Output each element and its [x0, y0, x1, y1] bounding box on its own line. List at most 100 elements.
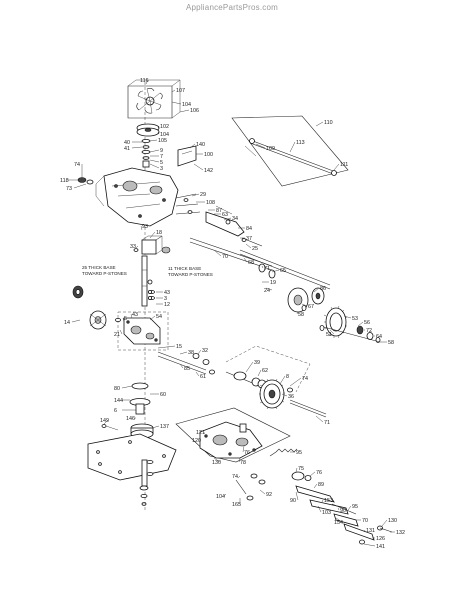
part-callout: 8 [286, 374, 289, 380]
part-callout: 153 [324, 498, 333, 504]
callout-leader [313, 287, 320, 293]
note-right-line2: TOWARD P-STONES [168, 272, 213, 277]
part-callout: 67 [308, 304, 314, 310]
part-callout: 43 [164, 290, 170, 296]
part-callout: 7 [160, 154, 163, 160]
callout-leader [195, 371, 200, 377]
part-callout: 154 [334, 520, 343, 526]
pulley-icon [136, 123, 160, 137]
callout-leader [315, 121, 324, 127]
callout-leader [279, 375, 286, 385]
part-callout: 132 [396, 530, 405, 536]
part-callout: 109 [266, 146, 275, 152]
callout-leader [295, 467, 298, 473]
note-upper-line2: TOWARD P-STONES [82, 271, 127, 276]
callout-leader [157, 345, 176, 349]
part-callout: 12 [164, 302, 170, 308]
part-callout: 131 [366, 528, 375, 534]
part-callout: 130 [388, 518, 397, 524]
part-callout: 71 [324, 420, 330, 426]
callout-leader [333, 163, 340, 171]
callout-leader [295, 491, 299, 501]
part-callout: 144 [114, 398, 123, 404]
callout-leader [145, 79, 149, 85]
part-callout: 103 [322, 510, 331, 516]
part-callout: 70 [222, 254, 228, 260]
part-callout: 34 [232, 216, 238, 222]
callout-leader [149, 231, 156, 239]
part-callout: 60 [160, 392, 166, 398]
callout-leader [191, 193, 200, 197]
callout-leader [223, 493, 227, 497]
part-callout: 53 [352, 316, 358, 322]
part-callout: 54 [156, 314, 162, 320]
part-callout: 32 [202, 348, 208, 354]
callout-leader [317, 505, 322, 513]
callout-leader [245, 243, 252, 249]
callout-leader [357, 321, 364, 327]
callout-leader [281, 393, 288, 397]
part-callout: 106 [190, 108, 199, 114]
callout-leader [121, 385, 133, 389]
part-callout: 33 [130, 244, 136, 250]
callout-leader [119, 329, 123, 335]
part-callout: 86 [320, 286, 326, 292]
part-callout: 25 [252, 246, 258, 252]
callout-leader [179, 363, 184, 369]
gear-icon [72, 285, 107, 330]
part-callout: 89 [318, 482, 324, 488]
callout-leader [242, 445, 245, 453]
part-callout: 113 [296, 140, 305, 146]
part-callout: 51 [326, 332, 332, 338]
part-callout: 41 [124, 146, 130, 152]
callout-leader [271, 269, 280, 273]
housing-icon [95, 167, 179, 227]
part-callout: 142 [204, 168, 213, 174]
part-callout: 130 [212, 460, 221, 466]
part-callout: 76 [244, 450, 250, 456]
part-callout: 61 [200, 374, 206, 380]
callout-leader [171, 89, 176, 93]
callout-leader [197, 349, 202, 355]
part-callout: 102 [160, 124, 169, 130]
part-callout: 78 [240, 460, 246, 466]
callout-leader [157, 131, 160, 135]
part-callout: 104 [182, 102, 191, 108]
part-callout: 149 [100, 418, 109, 424]
note-right-line1: 11 THICK BASE [168, 266, 201, 271]
part-callout: 95 [296, 450, 302, 456]
callout-leader [289, 377, 302, 387]
callout-leader [313, 483, 318, 489]
part-callout: 73 [66, 186, 72, 192]
callout-leader [73, 183, 87, 189]
callout-leader [135, 245, 139, 249]
part-callout: 121 [196, 430, 205, 436]
part-callout: 15 [176, 344, 182, 350]
callout-leader [265, 287, 273, 291]
note-upper-line1: 25 THICK BASE [82, 265, 116, 270]
callout-leader [343, 315, 352, 319]
callout-leader [179, 109, 190, 113]
part-callout: 43 [132, 312, 138, 318]
part-callout: 9 [160, 148, 163, 154]
part-callout: 111 [340, 162, 348, 168]
part-callout: 3 [164, 296, 167, 302]
part-callout: 85 [184, 366, 190, 372]
callout-leader [363, 543, 376, 547]
part-callout: 21 [114, 332, 120, 338]
part-callout: 64 [376, 334, 382, 340]
part-callout: 110 [324, 120, 333, 126]
callout-leader [130, 313, 133, 319]
part-callout: 165 [232, 502, 241, 508]
part-callout: 39 [254, 360, 260, 366]
callout-leader [238, 457, 241, 463]
part-callout: 146 [126, 416, 135, 422]
part-callout: 140 [196, 142, 205, 148]
callout-leader [149, 315, 156, 321]
part-callout: 90 [340, 508, 346, 514]
part-callout: 93 [142, 224, 148, 230]
part-callout: 63 [222, 212, 228, 218]
differential-outline [117, 311, 169, 351]
callout-leader [335, 517, 343, 523]
callout-leader [245, 361, 254, 373]
